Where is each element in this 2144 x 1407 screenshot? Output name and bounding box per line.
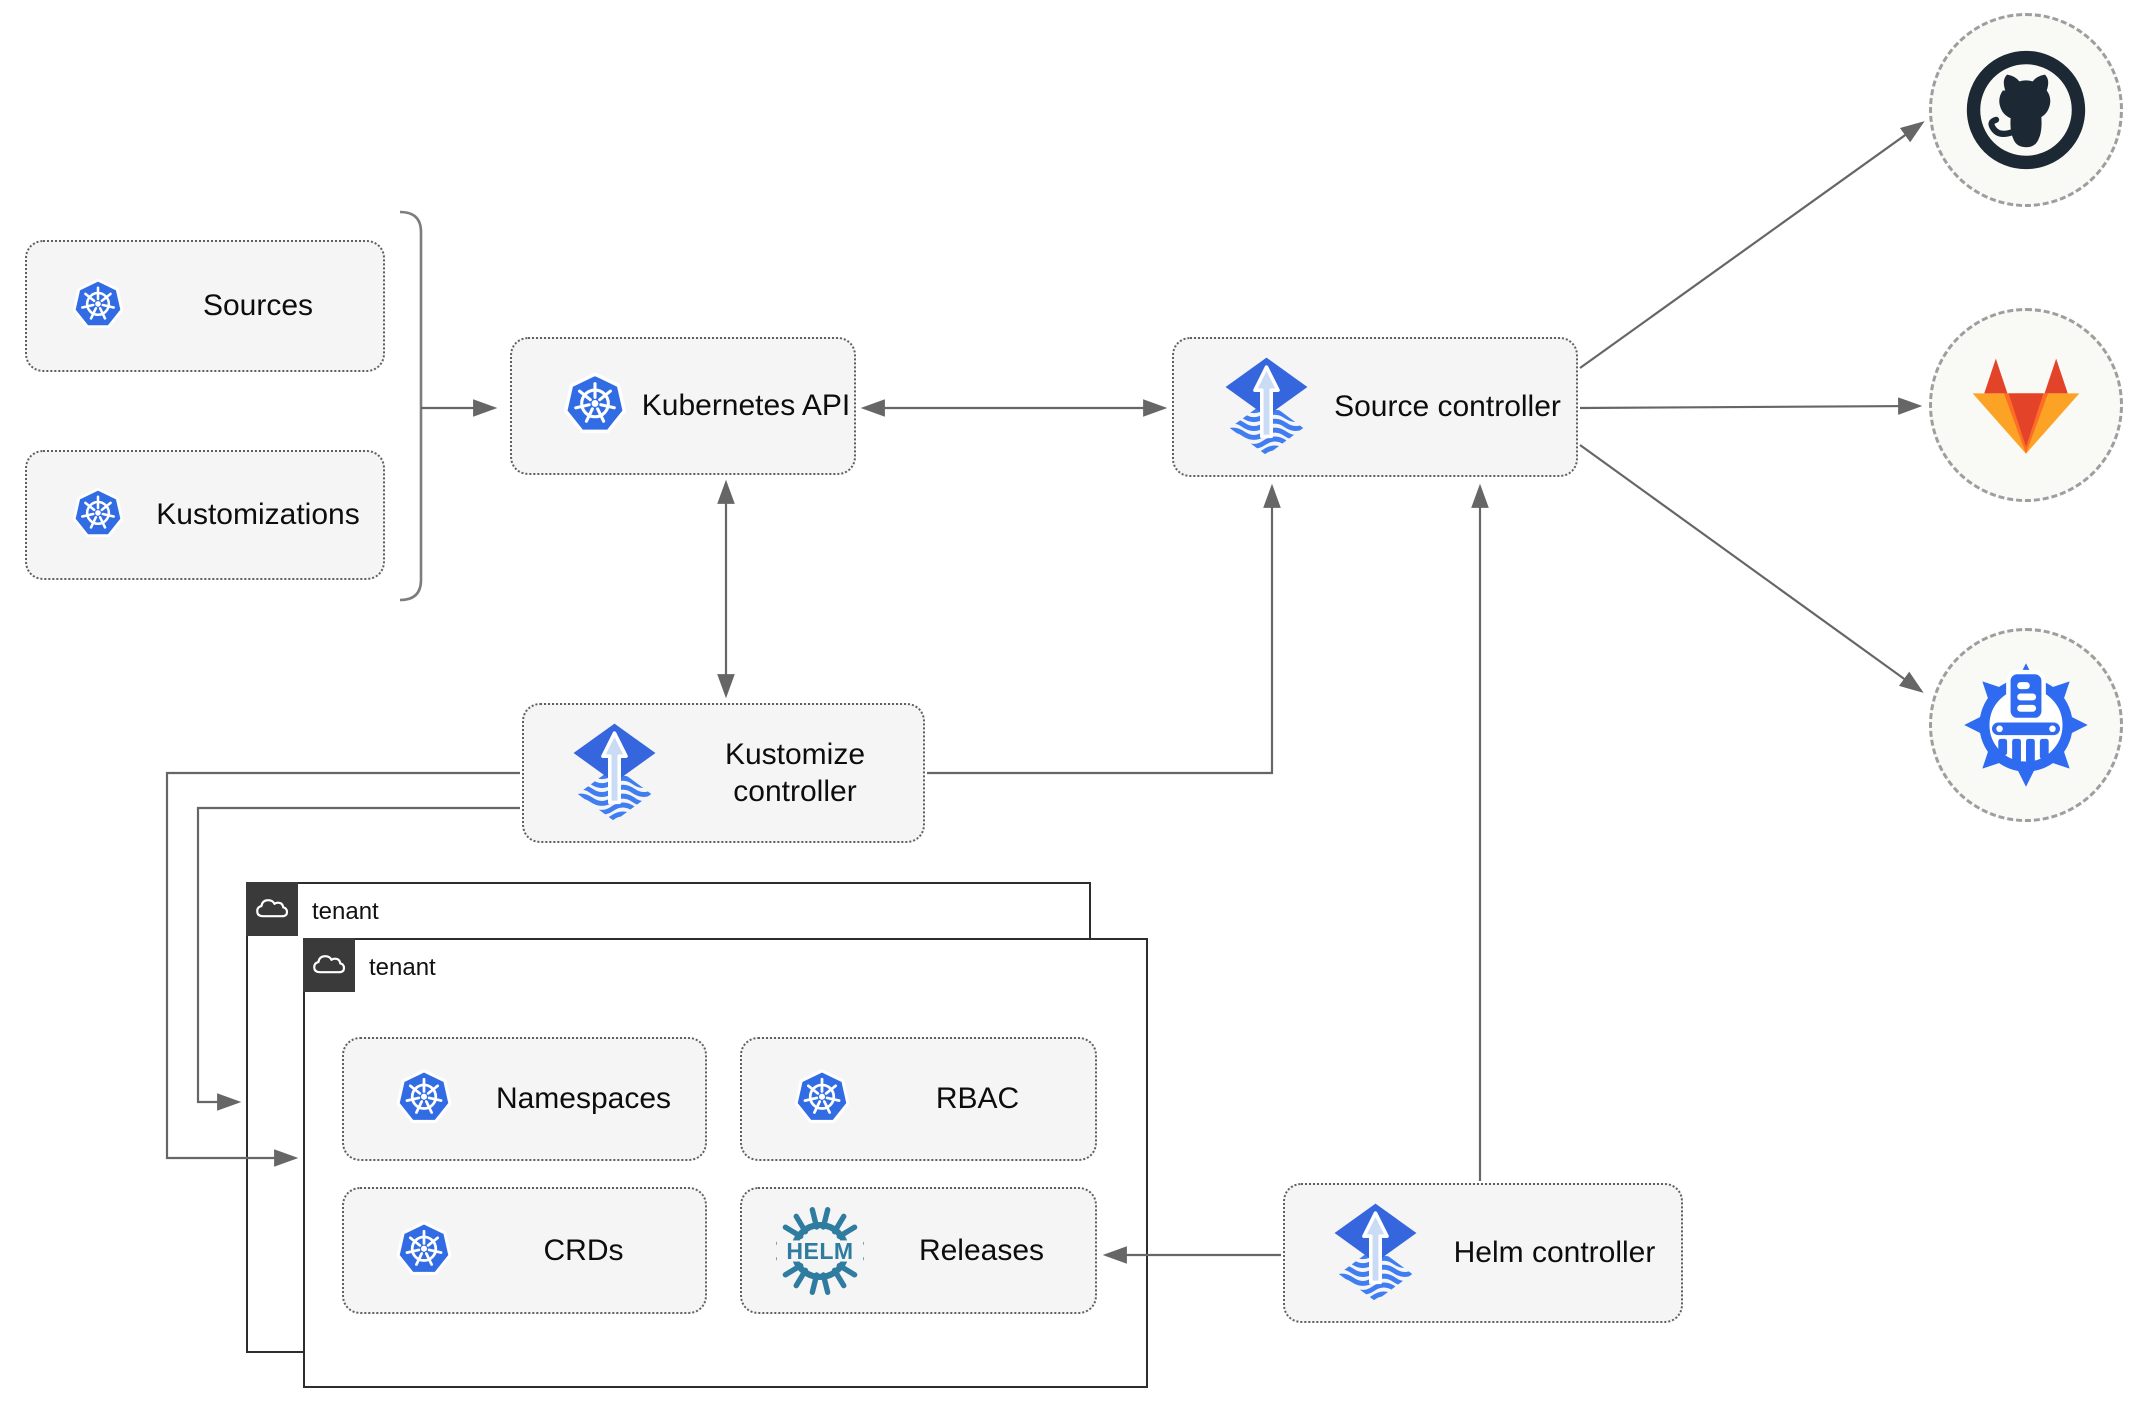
cloud-icon xyxy=(256,899,289,918)
node-label: Source controller xyxy=(1334,390,1561,424)
tenant-label: tenant xyxy=(369,954,436,981)
node-releases: HELM Releases xyxy=(740,1187,1097,1314)
helm-repository-icon xyxy=(1963,662,2089,788)
gitlab-icon xyxy=(1972,358,2080,454)
flux-icon xyxy=(1214,348,1319,466)
node-label: Sources xyxy=(202,289,314,323)
tenant-box-front: tenant Namespaces RBAC CRDs HELM Release… xyxy=(303,938,1148,1388)
flux-icon xyxy=(562,714,667,832)
node-label: CRDs xyxy=(543,1233,624,1267)
cloud-icon xyxy=(313,955,346,974)
kubernetes-icon xyxy=(63,480,133,550)
node-label: RBAC xyxy=(935,1082,1020,1116)
kubernetes-icon xyxy=(386,1213,462,1289)
kubernetes-icon xyxy=(552,363,638,449)
node-kubernetes-api: Kubernetes API xyxy=(510,337,856,475)
node-crds: CRDs xyxy=(342,1187,707,1314)
remote-gitlab xyxy=(1929,308,2123,502)
github-icon xyxy=(1965,49,2087,171)
remote-helm-repository xyxy=(1929,628,2123,822)
node-rbac: RBAC xyxy=(740,1037,1097,1161)
tenant-header xyxy=(246,882,298,936)
node-namespaces: Namespaces xyxy=(342,1037,707,1161)
tenant-header xyxy=(303,938,355,992)
node-label: Releases xyxy=(918,1233,1045,1267)
flux-icon xyxy=(1323,1194,1428,1312)
node-helm-controller: Helm controller xyxy=(1283,1183,1683,1323)
node-kustomizations: Kustomizations xyxy=(25,450,385,580)
node-label: Kustomize controller xyxy=(724,737,866,809)
kubernetes-icon xyxy=(386,1061,462,1137)
remote-github xyxy=(1929,13,2123,207)
node-sources: Sources xyxy=(25,240,385,372)
node-label: Namespaces xyxy=(495,1082,672,1116)
kubernetes-icon xyxy=(63,271,133,341)
node-label: Kustomizations xyxy=(156,498,360,532)
node-label: Helm controller xyxy=(1453,1236,1656,1270)
node-kustomize-controller: Kustomize controller xyxy=(522,703,925,843)
tenant-label: tenant xyxy=(312,898,379,925)
kubernetes-icon xyxy=(784,1061,860,1137)
helm-logo-text: HELM xyxy=(786,1238,853,1264)
helm-icon: HELM xyxy=(772,1203,868,1299)
node-label: Kubernetes API xyxy=(641,389,851,423)
node-source-controller: Source controller xyxy=(1172,337,1578,477)
